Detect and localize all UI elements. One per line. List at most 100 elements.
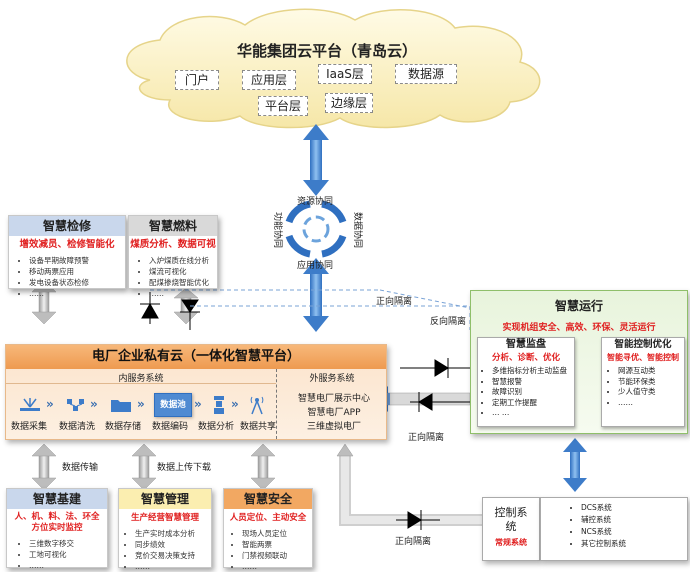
safety-title: 智慧安全: [224, 489, 312, 509]
infra-title: 智慧基建: [7, 489, 107, 509]
fuel-title: 智慧燃料: [129, 216, 217, 236]
management-link-arrow: [131, 443, 157, 491]
operation-subtitle: 实现机组安全、高效、环保、灵活运行: [502, 323, 656, 333]
data-analysis-icon: [212, 395, 226, 415]
control-system-subtitle: 常规系统: [495, 538, 527, 547]
chevron-right-icon: »: [90, 397, 98, 411]
list-item: 节能环保类: [618, 377, 684, 388]
monitor-subtitle: 分析、诊断、优化: [491, 353, 560, 363]
sync-label-function: 功能协同: [272, 212, 282, 249]
isolation-lines-bottom: [396, 510, 440, 530]
cloud-title: 华能集团云平台（青岛云）: [236, 42, 417, 60]
operation-panel: 智慧运行 实现机组安全、高效、环保、灵活运行 智慧监盘 分析、诊断、优化 多维指…: [470, 290, 688, 434]
external-item-showcase: 智慧电厂展示中心: [297, 394, 370, 404]
data-cleaning-icon: [66, 397, 86, 413]
list-item: 门禁视频联动: [242, 550, 312, 561]
control-system-list: DCS系统 辅控系统 NCS系统 其它控制系统: [540, 497, 688, 561]
control-optimization-title: 智能控制优化: [614, 339, 672, 350]
infra-subtitle: 人、机、料、法、环全方位实时监控: [14, 512, 100, 533]
monitor-card: 智慧监盘 分析、诊断、优化 多维指标分析主动监盘 智慧报警 故障识别 定期工作提…: [477, 337, 575, 427]
fuel-card: 智慧燃料 煤质分析、数据可视 入炉煤质在线分析 煤流可视化 配煤掺烧智能优化 ……: [128, 215, 218, 298]
list-item: 煤流可视化: [149, 266, 217, 277]
management-subtitle: 生产经营智慧管理: [130, 513, 199, 523]
isolation-lines-mid: [400, 358, 470, 412]
list-item: 智慧报警: [492, 377, 574, 388]
operation-control-arrow: [563, 438, 587, 492]
list-item: ……: [135, 561, 211, 572]
cloud-tag-platform-layer: 平台层: [258, 96, 308, 116]
list-item: DCS系统: [581, 502, 687, 514]
data-storage-icon: [110, 397, 132, 413]
list-item: 网源互动类: [618, 366, 684, 377]
operation-title: 智慧运行: [554, 299, 603, 313]
external-item-virtual-plant: 三维虚拟电厂: [306, 422, 361, 432]
infra-link-arrow: [31, 443, 57, 491]
sync-label-application: 应用协同: [297, 261, 334, 271]
list-item: 生产实时成本分析: [135, 528, 211, 539]
list-item: ……: [29, 560, 107, 571]
safety-card: 智慧安全 人员定位、主动安全 现场人员定位 智能两票 门禁视频联动 ……: [223, 488, 313, 571]
cloud-tag-iaas-layer: IaaS层: [318, 64, 372, 84]
internal-services-label: 内服务系统: [118, 374, 164, 384]
step-data-collection: 数据采集: [11, 422, 48, 432]
forward-isolation-label-2: 正向隔离: [408, 433, 445, 443]
maintenance-card: 智慧检修 增效减员、检修智能化 设备早期故障预警 移动两票应用 发电设备状态检修…: [8, 215, 126, 298]
management-title: 智慧管理: [119, 489, 211, 509]
list-item: ……: [242, 561, 312, 572]
chevron-right-icon: »: [137, 397, 145, 411]
list-item: 故障识别: [492, 387, 574, 398]
data-up-down-label: 数据上传下载: [157, 463, 212, 473]
private-cloud-title: 电厂企业私有云（一体化智慧平台）: [91, 349, 300, 364]
list-item: ……: [618, 398, 684, 409]
list-item: 移动两票应用: [29, 266, 125, 277]
control-optimization-subtitle: 智能寻优、智能控制: [607, 353, 679, 362]
list-item: 同步绩效: [135, 539, 211, 550]
sync-ring: [285, 200, 347, 258]
list-item: ……: [149, 288, 217, 299]
control-system-title: 控制系统: [494, 506, 528, 533]
cloud-link-arrow: [303, 124, 329, 196]
list-item: NCS系统: [581, 526, 687, 538]
monitor-title: 智慧监盘: [506, 339, 546, 350]
fuel-subtitle: 煤质分析、数据可视: [130, 239, 216, 250]
forward-isolation-label-3: 正向隔离: [395, 537, 432, 547]
list-item: 少人值守类: [618, 387, 684, 398]
infra-card: 智慧基建 人、机、料、法、环全方位实时监控 三维数字移交 工地可视化 ……: [6, 488, 108, 571]
chevron-right-icon: »: [46, 397, 54, 411]
sync-label-resource: 资源协同: [297, 197, 334, 207]
chevron-right-icon: »: [231, 397, 239, 411]
external-services-label: 外服务系统: [309, 374, 355, 384]
data-sharing-icon: [249, 395, 265, 415]
list-item: 竞价交易决策支持: [135, 550, 211, 561]
list-item: 配煤掺烧智能优化: [149, 277, 217, 288]
safety-link-arrow: [250, 443, 276, 491]
list-item: 设备早期故障预警: [29, 255, 125, 266]
list-item: 多维指标分析主动监盘: [492, 366, 574, 377]
control-link-connector: [336, 443, 482, 526]
step-data-encoding: 数据编码: [152, 422, 189, 432]
private-cloud-panel: 电厂企业私有云（一体化智慧平台） 内服务系统 外服务系统 » » » 数据池 »…: [5, 344, 387, 440]
data-pool-label: 数据池: [160, 400, 186, 410]
list-item: 发电设备状态检修: [29, 277, 125, 288]
step-data-analysis: 数据分析: [198, 422, 235, 432]
control-system-box: 控制系统 常规系统: [482, 497, 540, 561]
maintenance-title: 智慧检修: [9, 216, 125, 236]
list-item: ……: [29, 288, 125, 299]
list-item: 入炉煤质在线分析: [149, 255, 217, 266]
chevron-right-icon: »: [194, 397, 202, 411]
internal-divider-line: [6, 383, 276, 384]
external-item-app: 智慧电厂APP: [307, 408, 361, 418]
private-cloud-header: 电厂企业私有云（一体化智慧平台）: [6, 345, 386, 369]
sync-label-data: 数据协同: [352, 212, 362, 249]
list-item: 三维数字移交: [29, 538, 107, 549]
operation-to-cloud-arrow: [374, 386, 471, 412]
list-item: 智能两票: [242, 539, 312, 550]
cloud-tag-data-source: 数据源: [395, 64, 457, 84]
safety-subtitle: 人员定位、主动安全: [229, 513, 307, 523]
step-data-sharing: 数据共享: [240, 422, 277, 432]
step-data-storage: 数据存储: [105, 422, 142, 432]
forward-isolation-label-1: 正向隔离: [376, 297, 413, 307]
control-optimization-card: 智能控制优化 智能寻优、智能控制 网源互动类 节能环保类 少人值守类 ……: [601, 337, 685, 427]
list-item: 定期工作提醒: [492, 398, 574, 409]
reverse-isolation-label: 反向隔离: [430, 317, 467, 327]
